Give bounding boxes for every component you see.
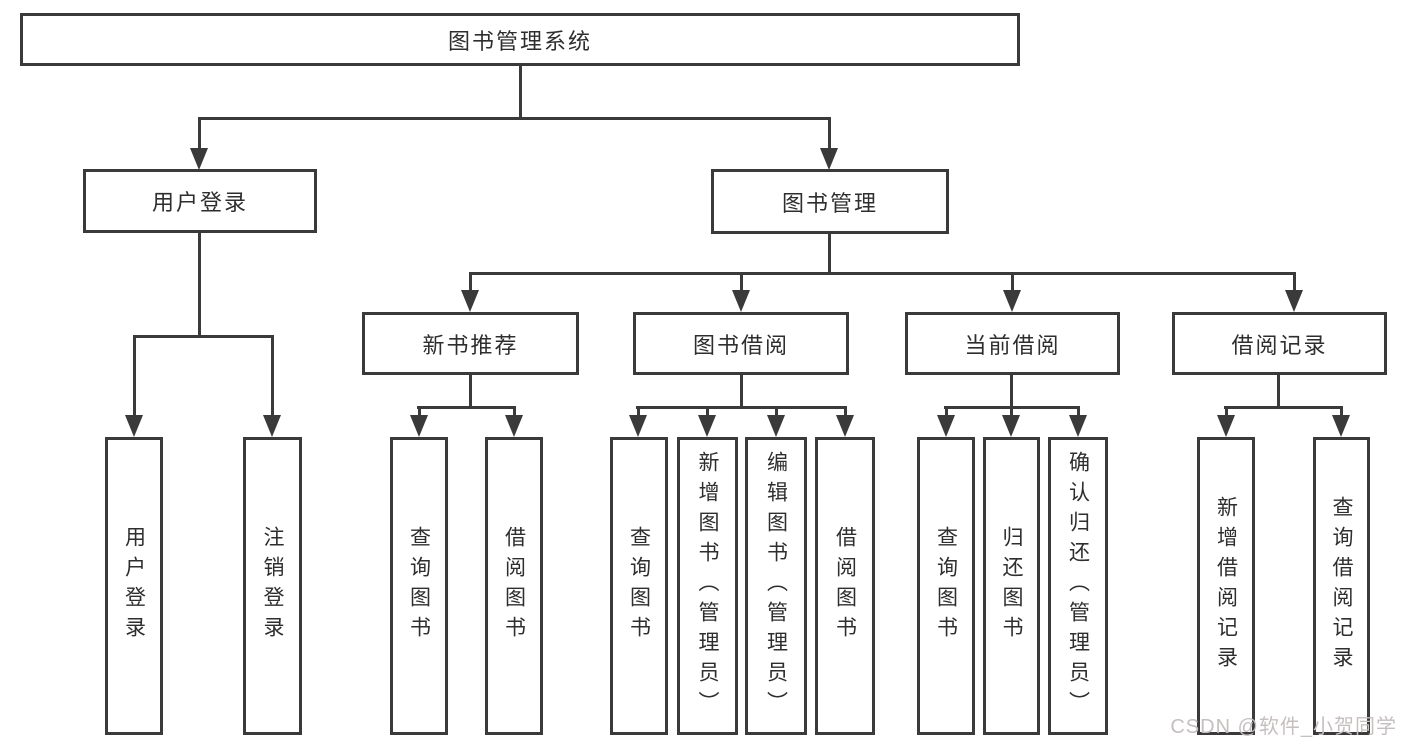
node-book-borrowing: 图书借阅 [633, 312, 849, 375]
arrowhead-down [732, 290, 750, 312]
arrowhead-down [461, 290, 479, 312]
node-user-login: 用户登录 [83, 169, 317, 233]
arrowhead-down [767, 415, 785, 437]
node-book-management: 图书管理 [711, 169, 949, 234]
connector-leaf [1077, 406, 1080, 418]
arrowhead-down [1002, 415, 1020, 437]
leaf-borrow-books-borrow: 借阅图书 [815, 437, 875, 735]
arrowhead-down [125, 415, 143, 437]
arrowhead-down [1003, 290, 1021, 312]
arrowhead-down [1069, 415, 1087, 437]
csdn-watermark: CSDN @软件_小贺同学 [1170, 716, 1397, 738]
leaf-confirm-return-admin: 确认归还（管理员） [1048, 437, 1108, 735]
arrowhead-down [937, 415, 955, 437]
leaf-user-login: 用户登录 [105, 437, 163, 735]
leaf-return-books: 归还图书 [983, 437, 1040, 735]
leaf-add-book-admin: 新增图书（管理员） [677, 437, 738, 735]
connector-user-login-stub [198, 233, 201, 335]
connector-to-book-management [828, 117, 831, 150]
connector-leaf [706, 406, 709, 418]
connector-leaf [844, 406, 847, 418]
connector-to-user-login [198, 117, 201, 150]
node-label: 查询图书 [407, 526, 431, 646]
connector-user-login-splitter [133, 335, 274, 338]
arrowhead-down [629, 415, 647, 437]
connector-book-management-stub [828, 234, 831, 275]
node-label: 查询借阅记录 [1330, 496, 1353, 676]
arrowhead-down [836, 415, 854, 437]
arrowhead-down [263, 415, 281, 437]
node-library-management-system: 图书管理系统 [20, 13, 1020, 66]
leaf-add-borrow-record: 新增借阅记录 [1197, 437, 1255, 735]
node-label: 用户登录 [151, 190, 248, 215]
arrowhead-down [190, 148, 208, 170]
connector-new-book-stub [469, 375, 472, 406]
node-label: 用户登录 [122, 526, 146, 646]
connector-leaf [1010, 406, 1013, 418]
connector-level3-splitter [469, 272, 1296, 275]
leaf-query-borrow-record: 查询借阅记录 [1313, 437, 1370, 735]
node-label: 查询图书 [934, 526, 958, 646]
arrowhead-down [820, 148, 838, 170]
connector-leaf [513, 406, 516, 418]
leaf-logout: 注销登录 [243, 437, 302, 735]
node-label: 图书借阅 [692, 332, 789, 358]
node-label: 注销登录 [261, 526, 284, 646]
connector-leaf [1340, 406, 1343, 418]
connector-borrowing-records-stub [1277, 375, 1280, 406]
node-label: 图书管理系统 [447, 28, 592, 54]
node-current-borrowing: 当前借阅 [905, 312, 1120, 375]
leaf-query-books-borrow: 查询图书 [610, 437, 668, 735]
leaf-query-books-current: 查询图书 [917, 437, 975, 735]
node-label: 确认归还（管理员） [1066, 451, 1090, 721]
connector-current-borrowing-stub [1010, 375, 1013, 406]
node-label: 查询图书 [627, 526, 651, 646]
node-label: 图书管理 [781, 190, 878, 216]
arrowhead-down [505, 415, 523, 437]
connector-new-book-splitter [417, 406, 516, 409]
connector-leaf [1225, 406, 1228, 418]
node-borrowing-records: 借阅记录 [1172, 312, 1387, 375]
connector-to-book-borrowing [740, 272, 743, 293]
node-label: 借阅图书 [833, 526, 857, 646]
arrowhead-down [698, 415, 716, 437]
connector-to-new-book-recommendation [469, 272, 472, 293]
connector-to-leaf-logout [271, 335, 274, 418]
connector-leaf [637, 406, 640, 418]
node-new-book-recommendation: 新书推荐 [362, 312, 579, 375]
connector-to-leaf-user-login [133, 335, 136, 418]
node-label: 编辑图书（管理员） [764, 451, 788, 721]
node-label: 新增借阅记录 [1214, 496, 1238, 676]
connector-book-borrowing-splitter [636, 406, 847, 409]
connector-to-current-borrowing [1011, 272, 1014, 293]
arrowhead-down [410, 415, 428, 437]
node-label: 新增图书（管理员） [696, 451, 719, 721]
leaf-edit-book-admin: 编辑图书（管理员） [745, 437, 807, 735]
connector-root-trunk [519, 66, 522, 117]
node-label: 借阅图书 [502, 526, 526, 646]
leaf-query-books-recommend: 查询图书 [390, 437, 448, 735]
connector-to-borrowing-records [1293, 272, 1296, 293]
connector-leaf [775, 406, 778, 418]
connector-leaf [945, 406, 948, 418]
node-label: 借阅记录 [1231, 332, 1328, 358]
arrowhead-down [1217, 415, 1235, 437]
connector-level2-splitter [198, 117, 831, 120]
connector-borrowing-records-splitter [1224, 406, 1343, 409]
arrowhead-down [1285, 290, 1303, 312]
leaf-borrow-books-recommend: 借阅图书 [485, 437, 543, 735]
connector-leaf [418, 406, 421, 418]
node-label: 归还图书 [1000, 526, 1023, 646]
connector-book-borrowing-stub [740, 375, 743, 406]
arrowhead-down [1332, 415, 1350, 437]
node-label: 新书推荐 [422, 332, 519, 358]
node-label: 当前借阅 [964, 332, 1061, 358]
